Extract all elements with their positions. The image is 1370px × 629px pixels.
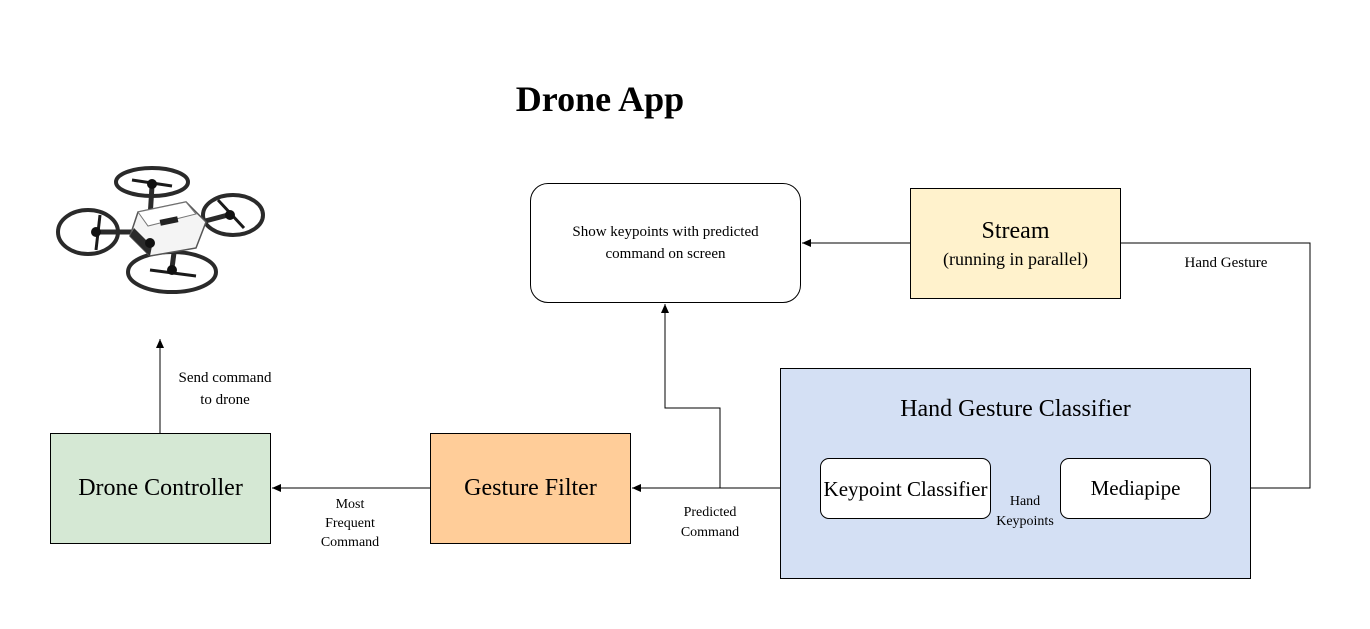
mediapipe-label: Mediapipe [1090, 476, 1181, 500]
edge-label-predicted-command-line1: Predicted [683, 505, 737, 520]
edge-label-hand-keypoints: Hand Keypoints [985, 492, 1065, 532]
drone-icon [56, 166, 265, 294]
edge-label-hand-gesture: Hand Gesture [1184, 255, 1268, 271]
edge-label-send-command-line2: to drone [200, 392, 250, 408]
edge-label-most-frequent-line3: Command [320, 535, 380, 550]
page-title: Drone App [515, 79, 685, 119]
edge-label-hand-keypoints-line2: Keypoints [996, 514, 1054, 529]
drone-controller-label: Drone Controller [78, 475, 243, 501]
stream-sublabel: (running in parallel) [943, 248, 1088, 269]
edge-label-send-command-line1: Send command [178, 370, 272, 386]
gesture-filter-node: Gesture Filter [430, 433, 631, 544]
edge-stream-to-mediapipe [1121, 242, 1311, 492]
edge-predicted-to-show [661, 304, 721, 488]
gesture-filter-label: Gesture Filter [464, 475, 597, 501]
mediapipe-node: Mediapipe [1060, 458, 1211, 519]
drone-controller-node: Drone Controller [50, 433, 271, 544]
keypoint-classifier-label: Keypoint Classifier [823, 476, 988, 501]
edge-label-most-frequent-line1: Most [335, 497, 365, 512]
edge-label-predicted-command: Predicted Command [660, 503, 760, 543]
edge-label-most-frequent-command: Most Frequent Command [300, 495, 400, 552]
show-keypoints-label: Show keypoints with predicted command on… [572, 224, 759, 262]
keypoint-classifier-node: Keypoint Classifier [820, 458, 991, 519]
edge-label-hand-keypoints-line1: Hand [1009, 494, 1041, 509]
show-keypoints-node: Show keypoints with predicted command on… [530, 183, 801, 303]
edge-label-send-command: Send command to drone [155, 367, 295, 411]
stream-node: Stream (running in parallel) [910, 188, 1121, 299]
edge-label-predicted-command-line2: Command [680, 525, 740, 540]
stream-label: Stream [981, 217, 1050, 244]
hand-gesture-classifier-title: Hand Gesture Classifier [900, 396, 1131, 422]
edge-label-most-frequent-line2: Frequent [325, 516, 375, 531]
